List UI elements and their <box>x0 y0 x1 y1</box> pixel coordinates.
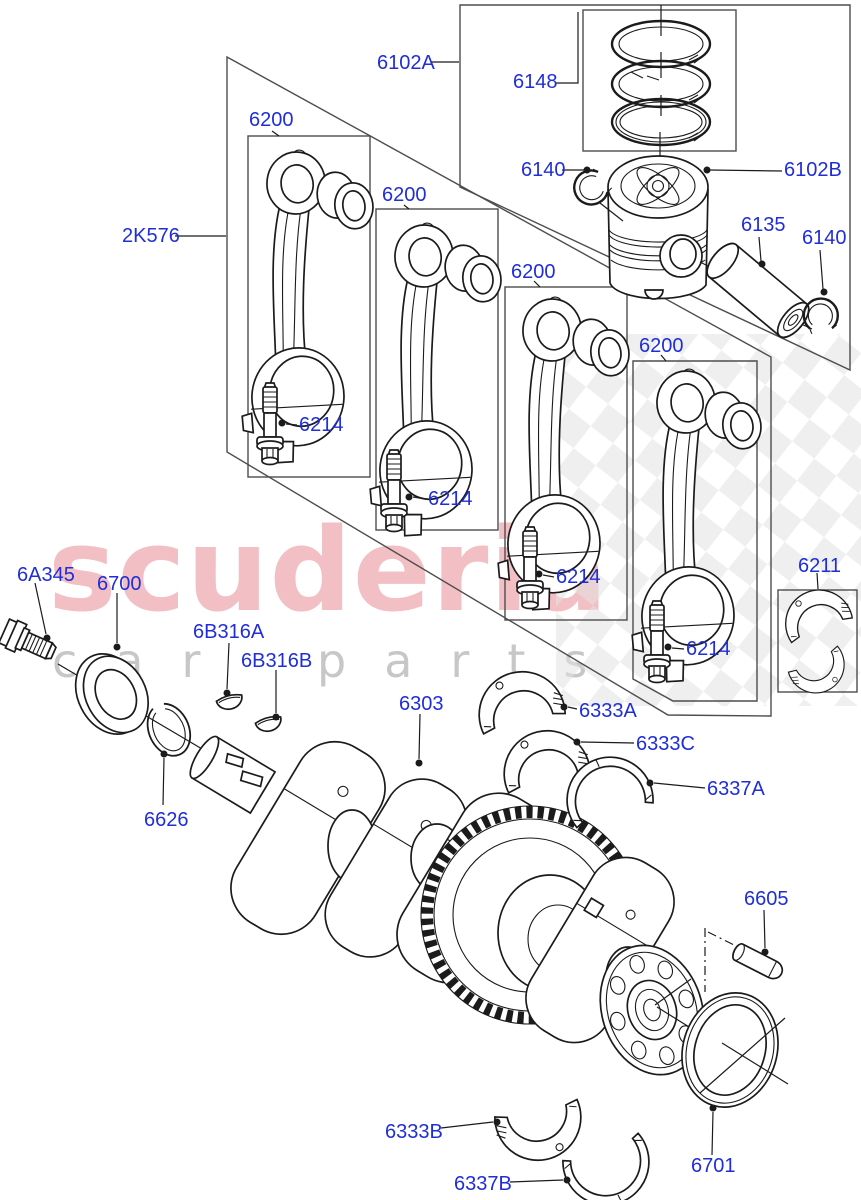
main-bearing-lower <box>492 1098 590 1170</box>
thrust-washer-lower <box>559 1131 662 1200</box>
box-conrod-2 <box>375 208 499 531</box>
part-label-6303: 6303 <box>399 693 444 715</box>
part-label-6200-2: 6200 <box>382 184 427 206</box>
box-piston-kit-6102A <box>459 4 851 372</box>
part-label-6333C: 6333C <box>636 733 695 755</box>
crank-pulley-bolt <box>0 617 57 660</box>
leader-lines <box>34 12 828 1184</box>
part-label-6605: 6605 <box>744 888 789 910</box>
part-label-6337B: 6337B <box>454 1173 512 1195</box>
part-label-6214-1: 6214 <box>299 414 344 436</box>
part-label-6333A: 6333A <box>579 700 637 722</box>
dowel-pin <box>704 928 784 992</box>
part-label-6337A: 6337A <box>707 778 765 800</box>
part-label-6200-3: 6200 <box>511 261 556 283</box>
part-label-2K576: 2K576 <box>122 225 180 247</box>
box-rings-6148 <box>582 9 737 152</box>
woodruff-key-a <box>214 691 246 713</box>
part-label-6214-4: 6214 <box>686 638 731 660</box>
part-label-6B316B: 6B316B <box>241 650 313 672</box>
box-kit-2K576 <box>226 55 772 717</box>
piston-rings <box>610 5 712 180</box>
box-conrod-1 <box>247 135 371 478</box>
box-conrod-4 <box>632 360 758 702</box>
crank-front-washer <box>74 653 149 735</box>
part-label-6700: 6700 <box>97 573 142 595</box>
front-snap-ring <box>146 702 192 757</box>
part-label-6214-3: 6214 <box>556 566 601 588</box>
piston <box>599 155 813 330</box>
box-conrod-3 <box>504 286 628 621</box>
part-label-6102B: 6102B <box>784 159 842 181</box>
part-label-6214-2: 6214 <box>428 488 473 510</box>
part-label-6140-left: 6140 <box>521 159 566 181</box>
part-label-6333B: 6333B <box>385 1121 443 1143</box>
crankshaft <box>189 735 705 1076</box>
part-label-6626: 6626 <box>144 809 189 831</box>
part-label-6135: 6135 <box>741 214 786 236</box>
rear-seal-ring <box>681 992 789 1108</box>
main-bearing-upper-a <box>469 661 568 735</box>
piston-pin <box>706 242 810 339</box>
part-label-6701: 6701 <box>691 1155 736 1177</box>
part-label-6200-1: 6200 <box>249 109 294 131</box>
crank-rear-flange <box>599 944 705 1076</box>
part-label-6102A: 6102A <box>377 52 435 74</box>
part-label-6A345: 6A345 <box>17 564 75 586</box>
part-label-6148: 6148 <box>513 71 558 93</box>
part-label-6200-4: 6200 <box>639 335 684 357</box>
group-boxes <box>226 4 858 717</box>
part-label-6140-right: 6140 <box>802 227 847 249</box>
part-label-6B316A: 6B316A <box>193 621 265 643</box>
part-label-6211: 6211 <box>798 555 842 577</box>
